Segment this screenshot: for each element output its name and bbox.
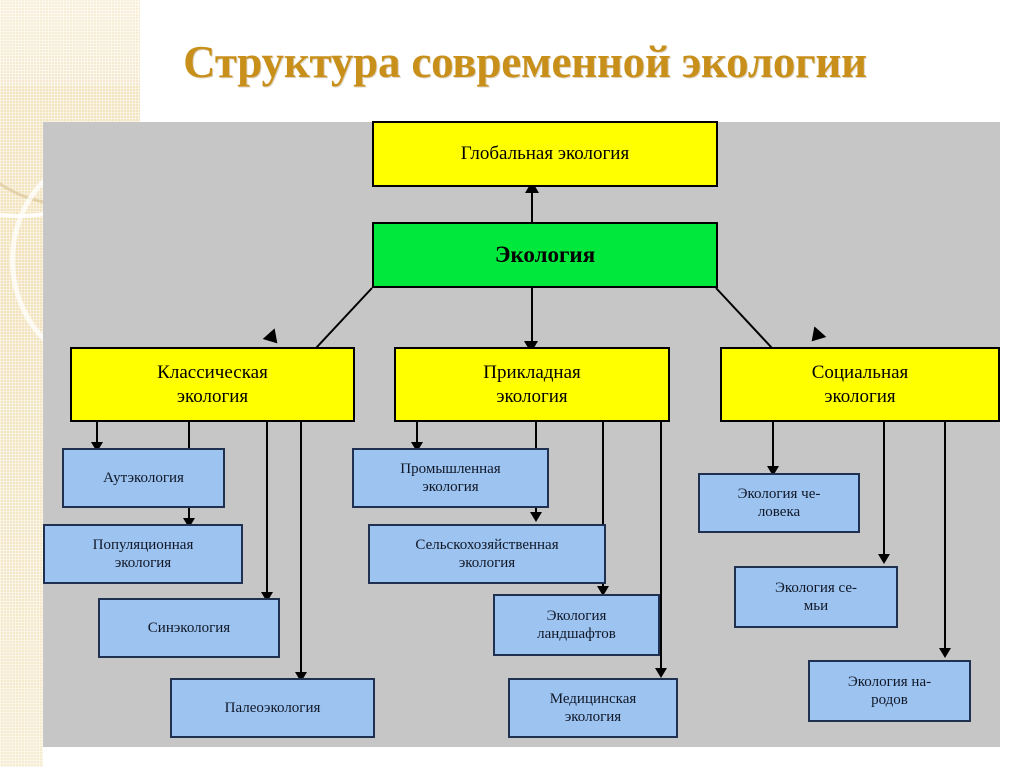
node-classic-ecology[interactable]: Классическая экология	[70, 347, 355, 422]
node-social-ecology[interactable]: Социальная экология	[720, 347, 1000, 422]
node-agricultural-ecology[interactable]: Сельскохозяйственная экология	[368, 524, 606, 584]
node-family-ecology-label-2: мьи	[803, 598, 829, 614]
node-industrial-ecology-label-1: Промышленная	[400, 460, 501, 477]
connector-root-to-global	[531, 186, 533, 231]
node-classic-ecology-label-1: Классическая	[157, 362, 268, 384]
arrowhead-applied-2	[530, 512, 542, 522]
arrowhead-applied-4	[655, 668, 667, 678]
arrowhead-classic-4	[295, 672, 307, 682]
node-root-ecology-label: Экология	[494, 241, 596, 267]
connector-applied-4	[660, 422, 662, 674]
connector-social-1	[772, 422, 774, 472]
arrowhead-classic-1	[91, 442, 103, 452]
node-agricultural-ecology-label-2: экология	[458, 555, 516, 571]
node-social-ecology-label-2: экология	[824, 385, 896, 407]
arrowhead-classic-3	[261, 592, 273, 602]
node-landscape-ecology[interactable]: Экология ландшафтов	[493, 594, 660, 656]
connector-root-to-applied	[531, 288, 533, 348]
node-synecology-label: Синэкология	[147, 619, 231, 636]
node-population-ecology[interactable]: Популяционная экология	[43, 524, 243, 584]
connector-applied-1	[416, 422, 418, 448]
arrowhead-social-2	[878, 554, 890, 564]
node-industrial-ecology-label-2: экология	[422, 479, 479, 495]
node-autecology[interactable]: Аутэкология	[62, 448, 225, 508]
band-bottom-cut	[43, 747, 143, 767]
arrowhead-classic-2	[183, 518, 195, 528]
node-landscape-ecology-label-1: Экология	[546, 607, 607, 624]
node-global-ecology-label: Глобальная экология	[460, 143, 630, 165]
node-human-ecology-label-1: Экология че-	[737, 485, 821, 502]
node-landscape-ecology-label-2: ландшафтов	[537, 626, 616, 642]
connector-classic-4	[300, 422, 302, 678]
node-applied-ecology-label-1: Прикладная	[483, 362, 581, 384]
connector-classic-1	[96, 422, 98, 448]
node-root-ecology[interactable]: Экология	[372, 222, 718, 288]
node-family-ecology[interactable]: Экология се- мьи	[734, 566, 898, 628]
node-human-ecology[interactable]: Экология че- ловека	[698, 473, 860, 533]
node-human-ecology-label-2: ловека	[757, 504, 801, 520]
node-paleoecology[interactable]: Палеоэкология	[170, 678, 375, 738]
node-synecology[interactable]: Синэкология	[98, 598, 280, 658]
node-classic-ecology-label-2: экология	[176, 385, 249, 407]
connector-social-3	[944, 422, 946, 654]
node-social-ecology-label-1: Социальная	[811, 362, 909, 384]
arrowhead-applied-3	[597, 586, 609, 596]
connector-classic-3	[266, 422, 268, 598]
node-nations-ecology-label-2: родов	[871, 692, 908, 708]
page-title: Структура современной экологии	[183, 37, 867, 87]
title-area-background	[140, 0, 1024, 122]
arrowhead-social-3	[939, 648, 951, 658]
node-autecology-label: Аутэкология	[103, 469, 184, 486]
node-medical-ecology[interactable]: Медицинская экология	[508, 678, 678, 738]
node-nations-ecology[interactable]: Экология на- родов	[808, 660, 971, 722]
node-global-ecology[interactable]: Глобальная экология	[372, 121, 718, 187]
node-nations-ecology-label-1: Экология на-	[847, 673, 932, 690]
node-medical-ecology-label-1: Медицинская	[549, 690, 637, 707]
connector-applied-3	[602, 422, 604, 592]
node-applied-ecology-label-2: экология	[496, 385, 568, 407]
node-medical-ecology-label-2: экология	[564, 709, 622, 725]
arrowhead-applied-1	[411, 442, 423, 452]
arrowhead-social-1	[767, 466, 779, 476]
node-family-ecology-label-1: Экология се-	[774, 579, 858, 596]
connector-social-2	[883, 422, 885, 560]
node-agricultural-ecology-label-1: Сельскохозяйственная	[415, 536, 559, 553]
node-industrial-ecology[interactable]: Промышленная экология	[352, 448, 549, 508]
node-paleoecology-label: Палеоэкология	[224, 699, 321, 716]
node-applied-ecology[interactable]: Прикладная экология	[394, 347, 670, 422]
node-population-ecology-label-1: Популяционная	[92, 536, 194, 553]
node-population-ecology-label-2: экология	[114, 555, 172, 571]
